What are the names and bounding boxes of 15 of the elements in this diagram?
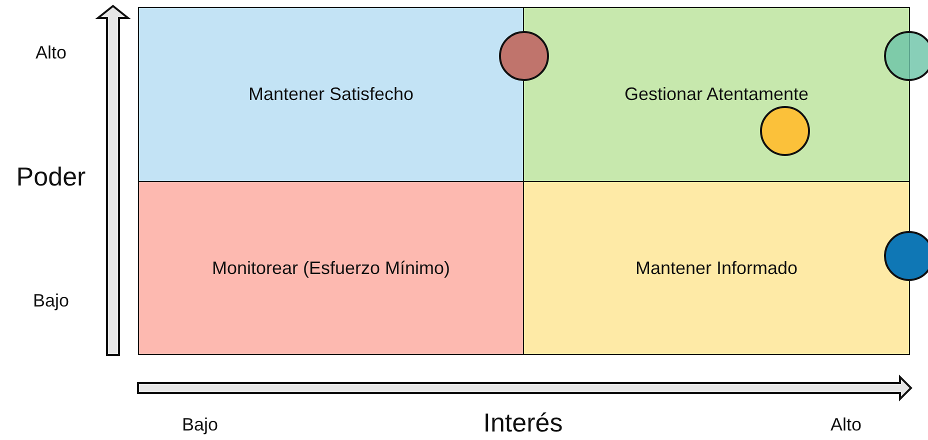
quadrant-box <box>523 181 910 355</box>
axis-label: Poder <box>16 162 86 192</box>
quadrant-label: Mantener Informado <box>634 258 799 278</box>
quadrant-label: Mantener Satisfecho <box>247 84 415 105</box>
axis-label: Alto <box>830 414 862 436</box>
axis-label: Bajo <box>182 414 218 436</box>
axis-label: Bajo <box>32 290 70 312</box>
axis-label: Interés <box>483 408 563 438</box>
quadrant-box <box>138 181 524 355</box>
quadrant-box <box>138 7 524 182</box>
axis-label: Alto <box>35 42 67 64</box>
quadrant-label: Monitorear (Esfuerzo Mínimo) <box>210 258 452 278</box>
stakeholder-circle <box>760 106 810 156</box>
quadrant-label: Gestionar Atentamente <box>623 84 810 105</box>
quadrant-box <box>523 7 910 182</box>
